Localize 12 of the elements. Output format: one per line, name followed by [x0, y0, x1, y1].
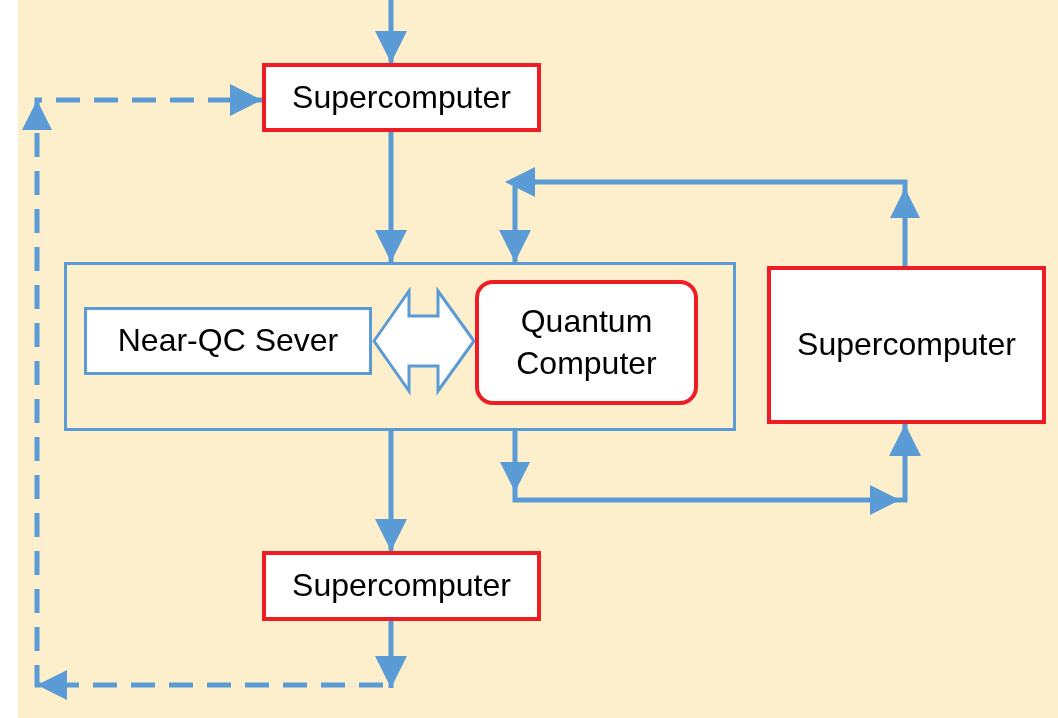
box-label: Quantum Computer	[515, 301, 658, 383]
group-box	[64, 262, 736, 431]
box-label: Supercomputer	[292, 566, 511, 606]
process-box	[475, 280, 698, 405]
box-label: Near-QC Sever	[117, 321, 339, 361]
process-box	[262, 551, 541, 621]
box-label: Supercomputer	[797, 325, 1016, 365]
process-box	[767, 266, 1046, 424]
process-box	[262, 63, 541, 132]
process-box	[84, 307, 372, 375]
double-block-arrow	[372, 286, 476, 396]
box-label: Supercomputer	[292, 77, 511, 117]
